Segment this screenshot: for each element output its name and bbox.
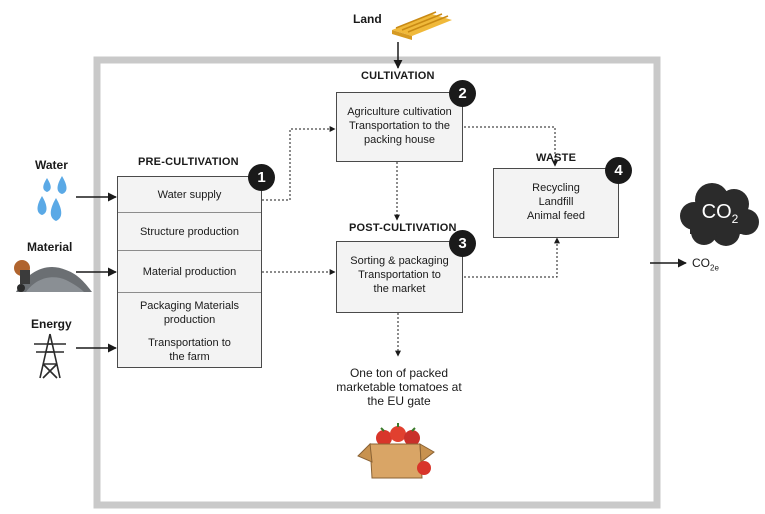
cultivation-title: CULTIVATION (361, 70, 435, 82)
co2-cloud-icon (680, 183, 759, 246)
functional-unit-text: One ton of packed marketable tomatoes at… (336, 366, 462, 408)
pre-item-material-production: Material production (118, 251, 261, 293)
water-label: Water (35, 158, 68, 172)
stage-badge-2: 2 (449, 80, 476, 107)
pre-item-water-supply: Water supply (118, 177, 261, 213)
pre-cultivation-box: Water supply Structure production Materi… (117, 176, 262, 368)
pre-item-transportation-farm: Transportation to the farm (148, 337, 231, 363)
land-label: Land (353, 12, 382, 26)
stage-badge-1: 1 (248, 164, 275, 191)
energy-pylon-icon (34, 333, 66, 379)
cultivation-text: Agriculture cultivation Transportation t… (347, 106, 452, 146)
flow-pre-to-cultivation (262, 126, 336, 201)
pre-cultivation-title: PRE-CULTIVATION (138, 156, 239, 168)
tomato-box-icon (357, 423, 435, 479)
waste-text: Recycling Landfill Animal feed (526, 182, 586, 222)
land-field-icon (392, 11, 452, 40)
stage-badge-4: 4 (605, 157, 632, 184)
water-drops-icon (37, 176, 67, 221)
waste-box: Recycling Landfill Animal feed (493, 168, 619, 238)
stage-badge-3: 3 (449, 230, 476, 257)
post-cultivation-box: Sorting & packaging Transportation to th… (336, 241, 463, 313)
emission-label: CO2e (692, 256, 719, 273)
material-label: Material (27, 240, 73, 254)
material-pile-icon (14, 260, 92, 292)
pre-item-packaging-materials: Packaging Materials production (139, 300, 240, 326)
cultivation-box: Agriculture cultivation Transportation t… (336, 92, 463, 162)
flow-cultivation-to-waste (464, 126, 558, 167)
pre-item-structure-production: Structure production (118, 213, 261, 251)
post-cultivation-title: POST-CULTIVATION (349, 222, 457, 234)
energy-label: Energy (31, 317, 72, 331)
flow-post-to-waste (464, 237, 560, 278)
co2-cloud-label: CO2 (701, 201, 739, 226)
system-boundary (93, 56, 661, 509)
post-cultivation-text: Sorting & packaging Transportation to th… (350, 255, 449, 295)
waste-title: WASTE (536, 152, 577, 164)
